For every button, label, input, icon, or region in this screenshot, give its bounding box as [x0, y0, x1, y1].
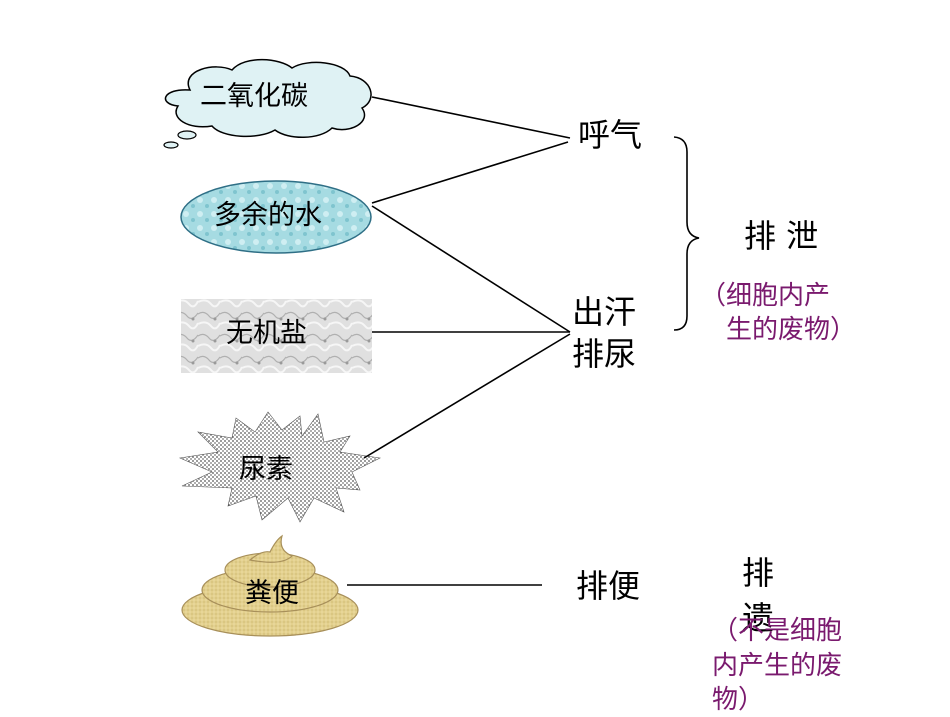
water-ellipse — [180, 180, 372, 254]
egestion-note-line3: 物） — [712, 685, 765, 715]
egestion-note-line2: 内产生的废 — [712, 651, 843, 681]
route-urinate: 排尿 — [572, 335, 637, 373]
route-sweat: 出汗 — [572, 293, 637, 331]
co2-label: 二氧化碳 — [200, 81, 308, 112]
right-brace — [673, 136, 700, 331]
excretion-note-line2: 生的废物） — [726, 315, 857, 345]
water-label: 多余的水 — [214, 200, 322, 231]
urea-burst — [178, 411, 381, 523]
excretion-note-line1: （细胞内产 — [700, 281, 831, 311]
egestion-note-line1: （不是细胞 — [712, 616, 843, 646]
excretion-title: 排 泄 — [744, 217, 819, 255]
salt-rect — [181, 299, 372, 373]
route-exhale: 呼气 — [578, 116, 643, 154]
egestion-title-line1: 排 — [742, 554, 775, 592]
egestion-title-line2: 遗 — [742, 599, 775, 637]
urea-label: 尿素 — [239, 454, 293, 485]
connector-water-sweat — [371, 205, 571, 333]
cloud-shape — [163, 58, 372, 149]
feces-label: 粪便 — [245, 578, 299, 609]
connector-urea-sweat — [363, 333, 571, 459]
salt-label: 无机盐 — [226, 318, 307, 349]
feces-shape — [181, 534, 359, 637]
connector-co2-exhale — [371, 96, 571, 139]
route-defecate: 排便 — [576, 567, 641, 605]
connector-water-exhale — [371, 141, 569, 204]
